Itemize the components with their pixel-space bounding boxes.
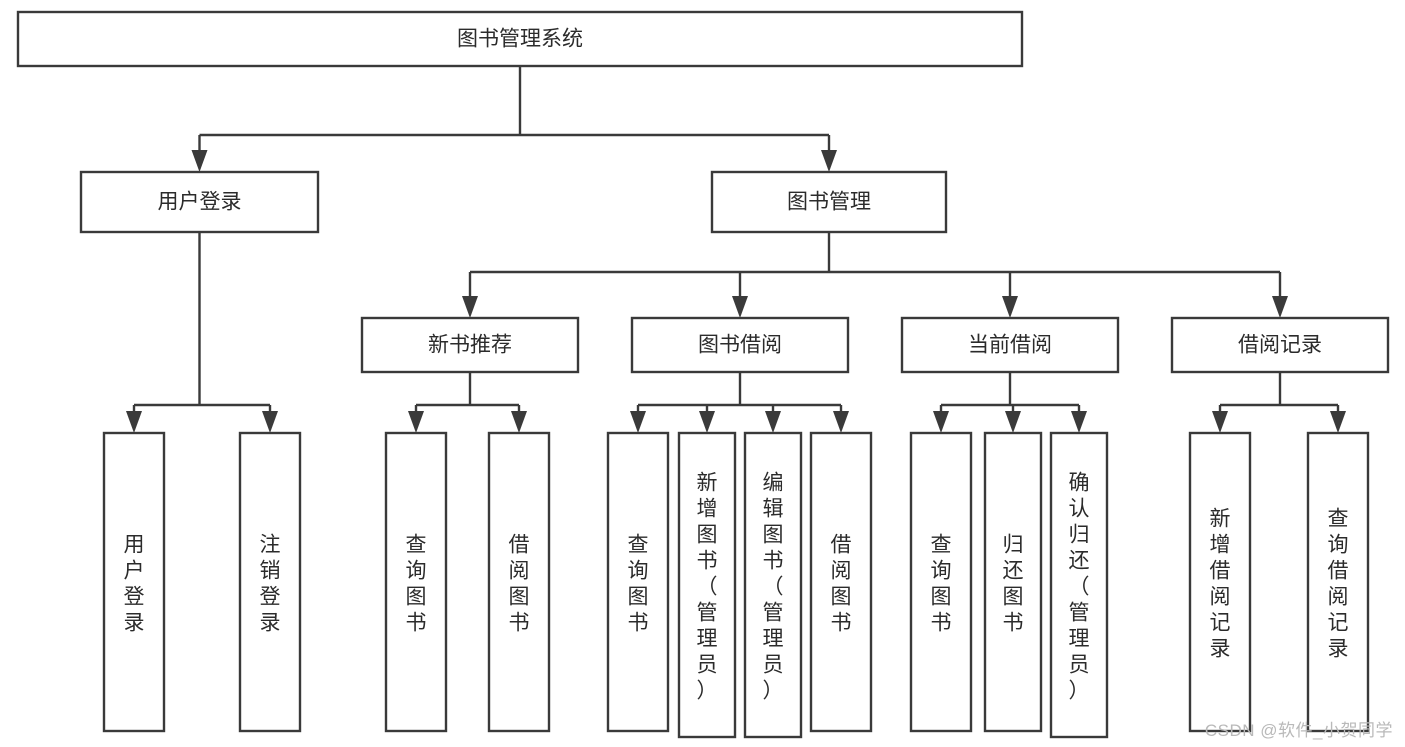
node-user-login[interactable]: 用户登录 [79,170,320,234]
node-label: 归还图书 [1003,533,1024,634]
arrow-head-icon [732,296,748,318]
node-box [1170,316,1390,374]
arrow-head-icon [191,150,208,172]
node-label: 查询图书 [628,533,649,634]
arrow-head-icon [1071,411,1087,433]
node-label: 编辑图书（管理员） [763,471,784,702]
node-box [360,316,580,374]
node-book-borrow[interactable]: 图书借阅 [630,316,850,374]
node-leaf-borrow-book-1[interactable]: 借阅图书 [487,431,551,733]
node-leaf-add-record[interactable]: 新增借阅记录 [1188,431,1252,733]
arrow-head-icon [821,150,837,172]
node-borrow-record[interactable]: 借阅记录 [1170,316,1390,374]
node-label: 借阅图书 [831,533,852,634]
node-book-manage[interactable]: 图书管理 [710,170,948,234]
arrow-head-icon [262,411,278,433]
node-root[interactable]: 图书管理系统 [16,10,1024,68]
node-box [1306,431,1370,733]
node-label: 当前借阅 [968,334,1052,357]
node-box [983,431,1043,733]
node-box [102,431,166,733]
node-box [809,431,873,733]
node-new-book-rec[interactable]: 新书推荐 [360,316,580,374]
node-leaf-borrow-book-2[interactable]: 借阅图书 [809,431,873,733]
node-leaf-user-login[interactable]: 用户登录 [102,431,166,733]
node-label: 借阅图书 [509,533,530,634]
arrow-head-icon [126,411,142,433]
arrow-head-icon [833,411,849,433]
node-box [1188,431,1252,733]
node-label: 查询图书 [931,533,952,634]
node-box [677,431,737,739]
node-box [743,431,803,739]
node-label: 用户登录 [158,191,242,214]
node-label: 用户登录 [124,533,145,634]
node-box [384,431,448,733]
node-box [1049,431,1109,739]
node-label: 图书管理系统 [457,28,583,51]
node-label: 新增借阅记录 [1210,507,1231,660]
node-leaf-confirm-return[interactable]: 确认归还（管理员） [1049,431,1109,739]
node-leaf-add-book[interactable]: 新增图书（管理员） [677,431,737,739]
arrow-head-icon [511,411,527,433]
connector-layer [126,66,1346,433]
arrow-head-icon [933,411,949,433]
arrow-head-icon [699,411,715,433]
node-current-borrow[interactable]: 当前借阅 [900,316,1120,374]
arrow-head-icon [630,411,646,433]
node-box [606,431,670,733]
node-box [79,170,320,234]
node-leaf-logout[interactable]: 注销登录 [238,431,302,733]
node-label: 新增图书（管理员） [697,471,718,702]
node-box [909,431,973,733]
node-label: 借阅记录 [1238,334,1322,357]
node-box [630,316,850,374]
arrow-head-icon [1005,411,1021,433]
arrow-head-icon [462,296,478,318]
node-leaf-query-book-2[interactable]: 查询图书 [606,431,670,733]
node-label: 查询图书 [406,533,427,634]
arrow-head-icon [1272,296,1288,318]
node-label: 图书借阅 [698,334,782,357]
node-box [16,10,1024,68]
node-leaf-query-book-1[interactable]: 查询图书 [384,431,448,733]
node-leaf-query-record[interactable]: 查询借阅记录 [1306,431,1370,733]
node-label: 注销登录 [260,533,281,634]
node-box [487,431,551,733]
node-label: 确认归还（管理员） [1069,471,1090,702]
arrow-head-icon [765,411,781,433]
node-label: 查询借阅记录 [1328,507,1349,660]
node-leaf-query-book-3[interactable]: 查询图书 [909,431,973,733]
node-label: 图书管理 [787,191,871,214]
node-box [710,170,948,234]
node-layer: 图书管理系统用户登录图书管理新书推荐图书借阅当前借阅借阅记录用户登录注销登录查询… [16,10,1390,739]
arrow-head-icon [1330,411,1346,433]
node-box [238,431,302,733]
arrow-head-icon [1212,411,1228,433]
arrow-head-icon [408,411,424,433]
arrow-head-icon [1002,296,1018,318]
node-label: 新书推荐 [428,334,512,357]
node-box [900,316,1120,374]
node-leaf-edit-book[interactable]: 编辑图书（管理员） [743,431,803,739]
node-leaf-return-book[interactable]: 归还图书 [983,431,1043,733]
